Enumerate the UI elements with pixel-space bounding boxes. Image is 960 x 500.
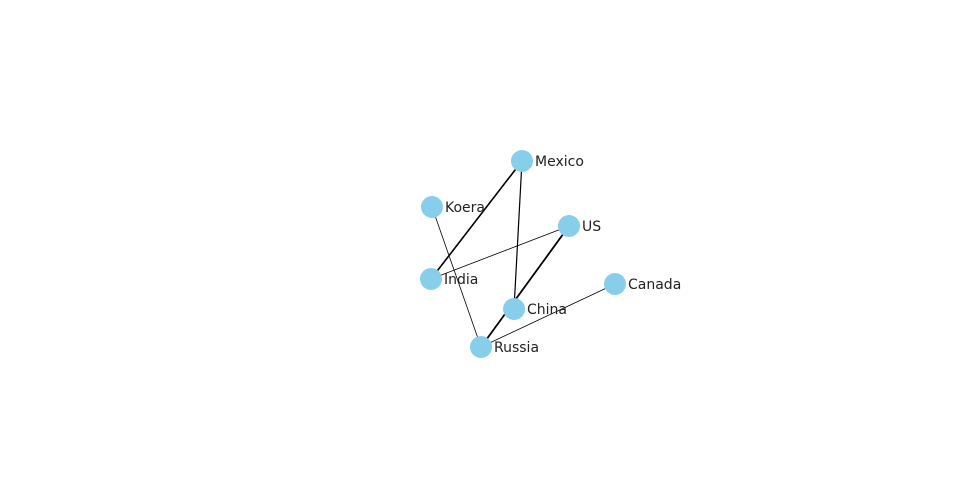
node-koera: Koera [421,196,485,218]
node-label-us: US [582,219,601,235]
edge-india-us [430,225,570,280]
node-label-russia: Russia [494,340,539,356]
node-circle-russia [470,336,492,358]
edge-koera-russia [431,206,482,348]
node-label-mexico: Mexico [535,154,584,170]
node-canada: Canada [604,273,681,295]
node-label-india: India [444,272,478,288]
edge-layer [430,160,616,348]
node-circle-us [558,215,580,237]
node-india: India [420,268,478,290]
edge-russia-canada [480,283,616,348]
node-russia: Russia [470,336,539,358]
edge-mexico-china [513,160,523,310]
node-label-koera: Koera [445,200,485,216]
node-circle-canada [604,273,626,295]
edge-us-russia [480,225,570,348]
edge-mexico-india [430,160,523,280]
node-us: US [558,215,601,237]
node-circle-china [503,298,525,320]
node-label-canada: Canada [628,277,681,293]
node-label-china: China [527,302,567,318]
node-circle-koera [421,196,443,218]
node-circle-india [420,268,442,290]
node-china: China [503,298,567,320]
node-mexico: Mexico [511,150,584,172]
node-circle-mexico [511,150,533,172]
